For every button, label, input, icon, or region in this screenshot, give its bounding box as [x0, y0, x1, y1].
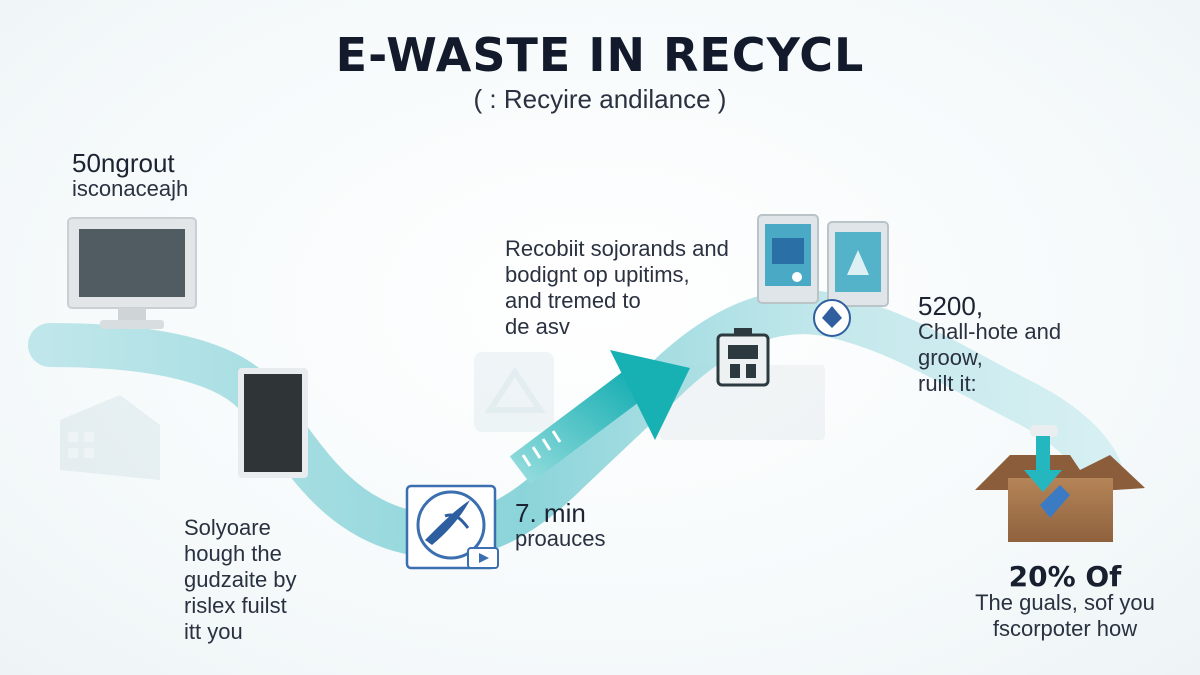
step-devices-line-1: Chall-hote and — [918, 319, 1062, 344]
step-devices-label: 5200, Chall-hote and groow, ruilt it: — [918, 293, 1061, 397]
ghost-house-icon — [60, 395, 160, 480]
step-box-label: 20% Of The guals, sof you fscorpoter how — [970, 560, 1160, 642]
step-monitor-line-1: isconaceajh — [72, 176, 189, 201]
mobile-devices-icon — [757, 214, 889, 337]
recycling-box-icon — [975, 425, 1145, 542]
step-phone-line-3: gudzaite by — [184, 567, 297, 592]
step-devices-line-3: ruilt it: — [918, 371, 977, 396]
circuit-chip-icon — [716, 328, 770, 387]
step-middle-line-3: and tremed to — [505, 288, 641, 313]
step-phone-line-4: rislex fuilst — [184, 593, 287, 618]
ghost-keyboard-icon — [660, 365, 825, 440]
step-devices-line-2: groow, — [918, 345, 983, 370]
step-box-line-2: fscorpoter how — [992, 616, 1138, 641]
step-tablet-line-1: proauces — [515, 526, 606, 551]
step-tablet-label: 7. min proauces — [515, 500, 606, 552]
page-title: E-WASTE IN RECYCL — [335, 28, 865, 82]
step-box-heading: 20% Of — [1008, 560, 1122, 593]
step-middle-line-4: de asv — [505, 314, 570, 339]
step-middle-line-1: Recobiit sojorands and — [505, 236, 729, 261]
step-phone-line-1: Sоlyoare — [184, 515, 271, 540]
step-tablet-heading: 7. min — [515, 498, 586, 528]
step-phone-label: Sоlyoare hough the gudzaite by rislex fu… — [184, 515, 297, 645]
desktop-monitor-icon — [67, 217, 197, 329]
step-monitor-label: 50ngrout isconaceajh — [72, 150, 188, 202]
step-devices-heading: 5200, — [918, 291, 984, 321]
step-middle-label: Recobiit sojorands and bodignt op upitim… — [505, 236, 729, 340]
step-monitor-heading: 50ngrout — [72, 148, 175, 178]
step-middle-line-2: bodignt op upitims, — [505, 262, 690, 287]
step-phone-line-5: itt you — [184, 619, 243, 644]
page-subtitle: ( : Recyire andilance ) — [473, 84, 727, 114]
flow-arrow-icon — [509, 350, 690, 484]
tablet-icon — [405, 484, 499, 570]
ghost-recycle-icon — [474, 352, 554, 432]
step-box-line-1: The guals, sof you — [975, 590, 1155, 615]
step-phone-line-2: hough the — [184, 541, 282, 566]
smartphone-icon — [238, 368, 308, 478]
